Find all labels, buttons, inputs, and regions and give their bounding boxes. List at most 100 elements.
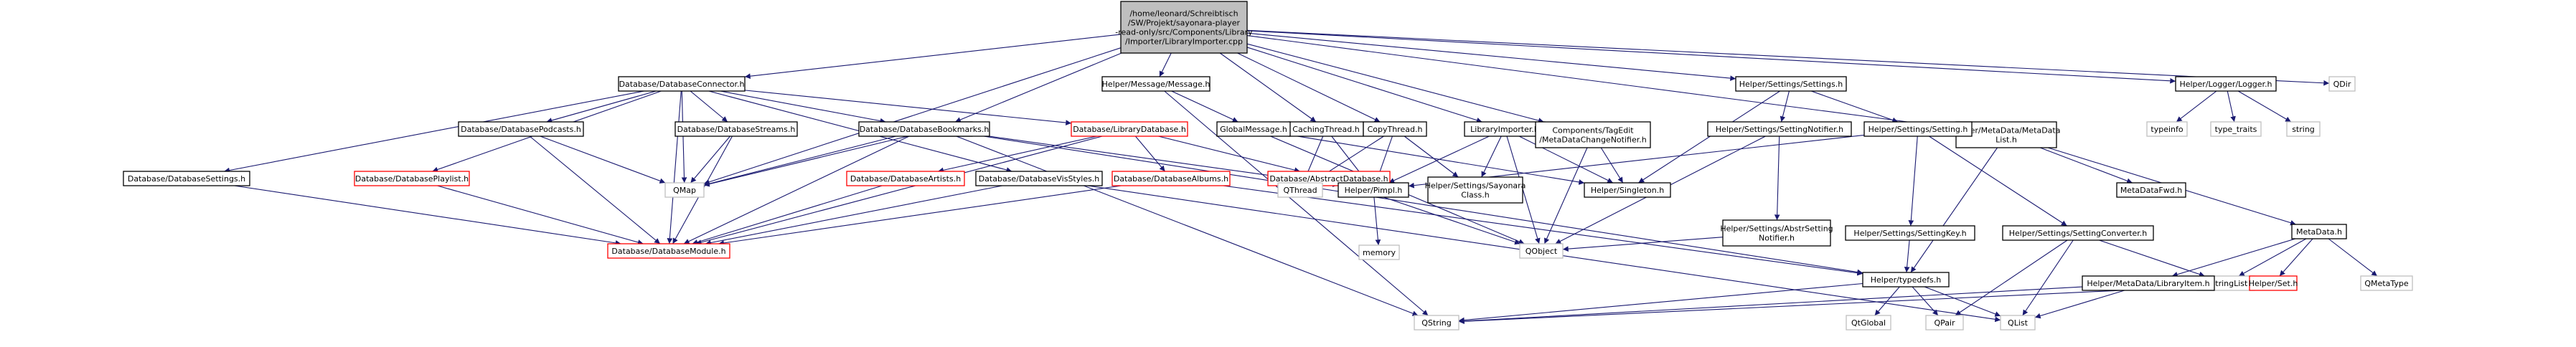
node-qglobal[interactable]: QtGlobal <box>1846 315 1891 331</box>
node-dbbookmarks[interactable]: Database/DatabaseBookmarks.h <box>858 121 990 137</box>
edge-dbconnector-to-dbstreams <box>690 90 728 123</box>
edge-root-to-qdir <box>1246 29 2330 86</box>
edge-libraryitem-to-qstring <box>1458 286 2083 324</box>
edge-dbsettings-to-dbmodule <box>234 185 621 246</box>
edge-libraryimporter-to-sayonaraclass <box>1481 136 1502 178</box>
node-label: QMetaType <box>2364 279 2408 288</box>
node-setting[interactable]: Helper/Settings/Setting.h <box>1863 121 1973 137</box>
edge-settings-to-setting <box>1810 90 1899 123</box>
node-string[interactable]: string <box>2286 121 2321 137</box>
node-qthread[interactable]: QThread <box>1277 182 1323 198</box>
node-qstring[interactable]: QString <box>1414 315 1459 331</box>
node-label: Helper/Settings/SettingNotifier.h <box>1716 125 1843 134</box>
node-copythread[interactable]: CopyThread.h <box>1363 121 1427 137</box>
node-box <box>2286 121 2321 137</box>
node-box <box>664 182 705 198</box>
node-box <box>354 171 470 186</box>
node-metadata[interactable]: MetaData.h <box>2291 224 2347 239</box>
node-metadatafwd[interactable]: MetaDataFwd.h <box>2116 182 2186 198</box>
node-box <box>1216 121 1291 137</box>
edge-typedefs-to-qstring <box>1458 282 1863 323</box>
node-dblibrary[interactable]: Database/LibraryDatabase.h <box>1071 121 1188 137</box>
node-label: Database/DatabaseSettings.h <box>128 174 245 184</box>
node-label: Helper/Pimpl.h <box>1345 186 1403 195</box>
node-label: /SW/Projekt/sayonara-player <box>1128 19 1241 28</box>
node-label: Database/DatabaseAlbums.h <box>1114 174 1228 184</box>
node-label: Helper/Settings/AbstrSetting <box>1720 224 1833 234</box>
node-set[interactable]: Helper/Set.h <box>2249 275 2298 291</box>
edge-metadatalist-to-metadatafwd <box>2040 147 2133 184</box>
node-globalmessage[interactable]: GlobalMessage.h <box>1216 121 1291 137</box>
node-box <box>1071 121 1188 137</box>
edge-message-to-globalmessage <box>1171 90 1238 123</box>
node-dbvisstyles[interactable]: Database/DatabaseVisStyles.h <box>975 171 1103 186</box>
node-libraryitem[interactable]: Helper/MetaData/LibraryItem.h <box>2082 275 2215 291</box>
edge-dblibrary-to-dbartists <box>938 136 1097 174</box>
node-box <box>2000 315 2036 331</box>
edge-pimpl-to-memory <box>1373 196 1381 246</box>
node-label: /home/leonard/Schreibtisch <box>1129 9 1238 19</box>
node-libraryimporter[interactable]: LibraryImporter.h <box>1464 121 1546 137</box>
node-box <box>2002 225 2154 241</box>
node-typedefs[interactable]: Helper/typedefs.h <box>1862 272 1950 287</box>
node-dbplaylist[interactable]: Database/DatabasePlaylist.h <box>354 171 470 186</box>
node-dbsettings[interactable]: Database/DatabaseSettings.h <box>123 171 250 186</box>
node-dbstreams[interactable]: Database/DatabaseStreams.h <box>674 121 798 137</box>
nodes-layer: /home/leonard/Schreibtisch/SW/Projekt/sa… <box>123 1 2413 331</box>
node-typetraits[interactable]: type_traits <box>2210 121 2262 137</box>
edge-dblibrary-to-dbmodule <box>695 136 1103 245</box>
node-logger[interactable]: Helper/Logger/Logger.h <box>2175 76 2277 92</box>
edge-dbconnector-to-dbsettings <box>224 90 644 174</box>
node-singleton[interactable]: Helper/Singleton.h <box>1584 182 1671 198</box>
node-typeinfo[interactable]: typeinfo <box>2146 121 2188 137</box>
edge-dbvisstyles-to-dbmodule <box>705 185 1003 246</box>
node-box <box>1735 76 1847 92</box>
edge-root-to-logger <box>1246 30 2176 84</box>
node-cachingthread[interactable]: CachingThread.h <box>1288 121 1364 137</box>
node-pimpl[interactable]: Helper/Pimpl.h <box>1338 182 1409 198</box>
node-label: /Importer/LibraryImporter.cpp <box>1125 37 1243 47</box>
node-box <box>123 171 250 186</box>
node-settingconverter[interactable]: Helper/Settings/SettingConverter.h <box>2002 225 2154 241</box>
node-tagedit[interactable]: Components/TagEdit/MetaDataChangeNotifie… <box>1535 121 1651 148</box>
node-label: /MetaDataChangeNotifier.h <box>1539 136 1646 145</box>
node-dbartists[interactable]: Database/DatabaseArtists.h <box>846 171 965 186</box>
node-label: QObject <box>1526 247 1558 256</box>
node-box <box>1925 315 1964 331</box>
node-root[interactable]: /home/leonard/Schreibtisch/SW/Projekt/sa… <box>1115 1 1253 54</box>
node-message[interactable]: Helper/Message/Message.h <box>1101 76 1211 92</box>
node-qmetatype[interactable]: QMetaType <box>2360 275 2413 291</box>
edge-dbbookmarks-to-qmap <box>703 136 896 186</box>
node-qdir[interactable]: QDir <box>2328 76 2356 92</box>
node-label: Helper/Set.h <box>2249 279 2298 288</box>
node-dbpodcasts[interactable]: Database/DatabasePodcasts.h <box>458 121 584 137</box>
node-dbalbums[interactable]: Database/DatabaseAlbums.h <box>1111 171 1231 186</box>
edge-dbconnector-to-dblibrary <box>744 90 1072 125</box>
node-box <box>2328 76 2356 92</box>
node-label: QThread <box>1283 186 1317 195</box>
node-qpair[interactable]: QPair <box>1925 315 1964 331</box>
edge-dblibrary-to-dbalbums <box>1134 136 1166 172</box>
edge-root-to-settings <box>1246 32 1736 81</box>
node-settings[interactable]: Helper/Settings/Settings.h <box>1735 76 1847 92</box>
node-dbmodule[interactable]: Database/DatabaseModule.h <box>607 243 730 259</box>
node-label: Notifier.h <box>1759 234 1795 243</box>
edge-root-to-cachingthread <box>1219 52 1317 123</box>
node-settingkey[interactable]: Helper/Settings/SettingKey.h <box>1845 225 1975 241</box>
node-qobject[interactable]: QObject <box>1519 243 1564 259</box>
edge-tagedit-to-singleton <box>1600 147 1624 184</box>
edge-dblibrary-to-abstractdb <box>1158 136 1300 173</box>
node-settingnotifier[interactable]: Helper/Settings/SettingNotifier.h <box>1707 121 1852 137</box>
node-label: string <box>2292 125 2315 134</box>
node-memory[interactable]: memory <box>1358 244 1400 260</box>
node-qmap[interactable]: QMap <box>664 182 705 198</box>
edge-metadatalist-to-typedefs <box>1910 147 1998 273</box>
edge-root-to-importcache <box>954 52 1122 123</box>
node-abstractdb[interactable]: Database/AbstractDatabase.h <box>1267 171 1391 186</box>
edge-typedefs-to-qlist <box>1924 286 2001 317</box>
node-dbconnector[interactable]: Database/DatabaseConnector.h <box>618 76 746 92</box>
edge-copythread-to-sayonaraclass <box>1404 136 1459 178</box>
node-qlist[interactable]: QList <box>2000 315 2036 331</box>
